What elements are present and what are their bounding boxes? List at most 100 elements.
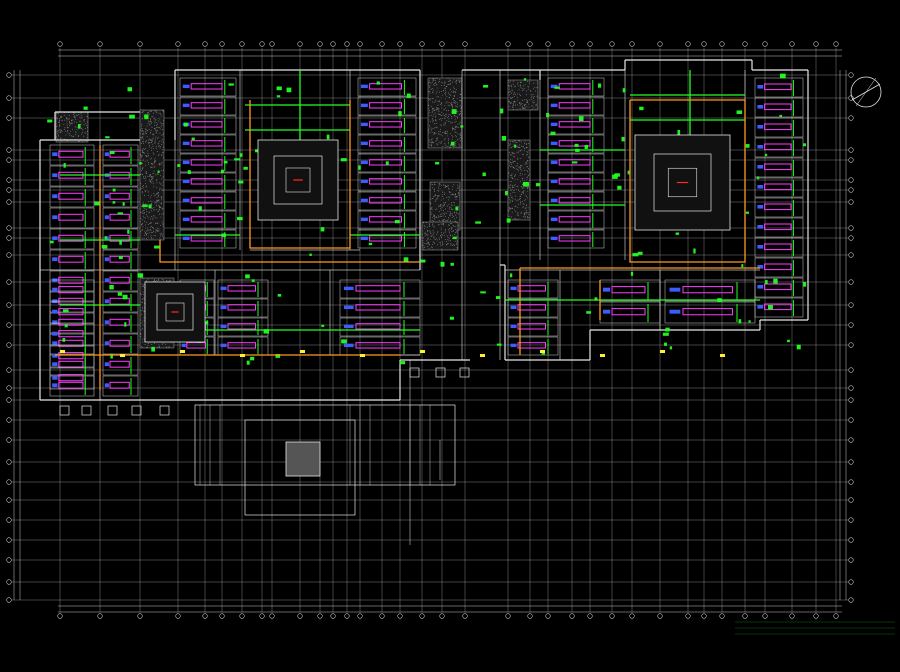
hatch-dot [514, 179, 516, 181]
hatch-dot [148, 342, 149, 344]
diffuser [662, 332, 669, 336]
hatch-dot [146, 234, 147, 236]
hatch-dot [146, 230, 148, 232]
hatch-dot [140, 188, 142, 190]
plaza-boundary [194, 404, 456, 486]
hatch-dot [524, 140, 526, 142]
hatch-dot [454, 195, 456, 197]
hatch-dot [438, 113, 440, 115]
hatch-dot [150, 142, 152, 144]
hatch-dot [508, 100, 510, 102]
fixture-blue [757, 185, 764, 189]
hatch-dot [527, 102, 529, 103]
hatch-dot [428, 98, 430, 100]
hatch-dot [75, 131, 77, 133]
hatch-dot [508, 84, 510, 86]
hatch-dot [145, 156, 147, 158]
hatch-dot [510, 190, 512, 192]
diffuser [109, 151, 115, 155]
hatch-dot [459, 219, 461, 221]
hatch-dot [149, 123, 151, 125]
hatch-dot [152, 138, 153, 140]
hatch-dot [526, 100, 528, 102]
hatch-region [139, 109, 165, 241]
hatch-dot [442, 132, 444, 134]
hatch-dot [451, 121, 453, 123]
hatch-dot [142, 291, 144, 293]
hatch-dot [443, 213, 445, 215]
grid-bubble [6, 235, 12, 241]
hatch-dot [510, 201, 512, 203]
fixture-magenta [190, 83, 223, 90]
hatch-dot [441, 104, 443, 106]
hatch-dot [448, 114, 450, 115]
hatch-dot [525, 90, 527, 92]
hatch-dot [160, 232, 162, 234]
hatch-dot [448, 146, 450, 148]
hatch-dot [162, 123, 164, 125]
hatch-dot [507, 160, 509, 162]
hatch-dot [155, 180, 157, 182]
hatch-dot [509, 187, 511, 189]
diffuser [122, 294, 128, 300]
hatch-dot [142, 141, 144, 143]
grid-bubble [6, 367, 12, 373]
hatch-dot [162, 225, 164, 227]
hatch-dot [460, 113, 462, 115]
hatch-dot [160, 188, 162, 190]
hatch-dot [66, 123, 68, 125]
hatch-dot [442, 118, 444, 120]
hatch-dot [448, 120, 450, 122]
hatch-dot [140, 334, 142, 335]
hatch-dot [151, 157, 152, 159]
grid-bubble [848, 225, 854, 231]
fixture-magenta [558, 178, 591, 185]
hatch-dot [156, 112, 158, 114]
diffuser [779, 114, 783, 118]
hatch-dot [511, 200, 513, 202]
hatch-dot [144, 178, 146, 180]
grid-bubble [848, 537, 854, 543]
diffuser [617, 185, 622, 190]
hatch-dot [517, 152, 519, 154]
hatch-dot [427, 230, 429, 232]
hatch-dot [457, 79, 459, 81]
hatch-dot [537, 95, 539, 96]
hatch-dot [143, 317, 145, 319]
hatch-dot [158, 112, 160, 114]
fixture-blue [550, 236, 558, 241]
hatch-dot [81, 115, 83, 117]
hatch-dot [140, 182, 142, 184]
hatch-dot [149, 229, 151, 231]
hatch-dot [150, 218, 151, 220]
hatch-dot [151, 176, 153, 178]
grid-bubble [609, 613, 615, 619]
hatch-dot [57, 131, 59, 133]
hatch-dot [148, 142, 150, 143]
hatch-dot [447, 84, 449, 86]
hatch-dot [432, 184, 434, 186]
grid-bubble [6, 199, 12, 205]
hatch-dot [512, 79, 514, 81]
fixture-magenta [369, 216, 403, 223]
hatch-dot [514, 175, 516, 177]
hatch-dot [438, 81, 440, 83]
hatch-dot [439, 242, 441, 244]
hatch-dot [437, 198, 439, 200]
hatch-dot [147, 175, 149, 177]
hatch-dot [150, 158, 151, 160]
hatch-dot [521, 165, 523, 167]
grid-bubble [317, 41, 323, 47]
hatch-dot [157, 173, 159, 175]
hatch-dot [142, 151, 144, 153]
hatch-dot [448, 139, 450, 141]
room-unit [49, 249, 95, 271]
hatch-dot [519, 180, 521, 182]
hatch-dot [152, 238, 154, 240]
hatch-dot [515, 219, 517, 220]
diffuser [480, 291, 486, 294]
fixture-blue [344, 324, 354, 329]
hatch-dot [524, 107, 525, 109]
fixture-blue [52, 287, 58, 292]
